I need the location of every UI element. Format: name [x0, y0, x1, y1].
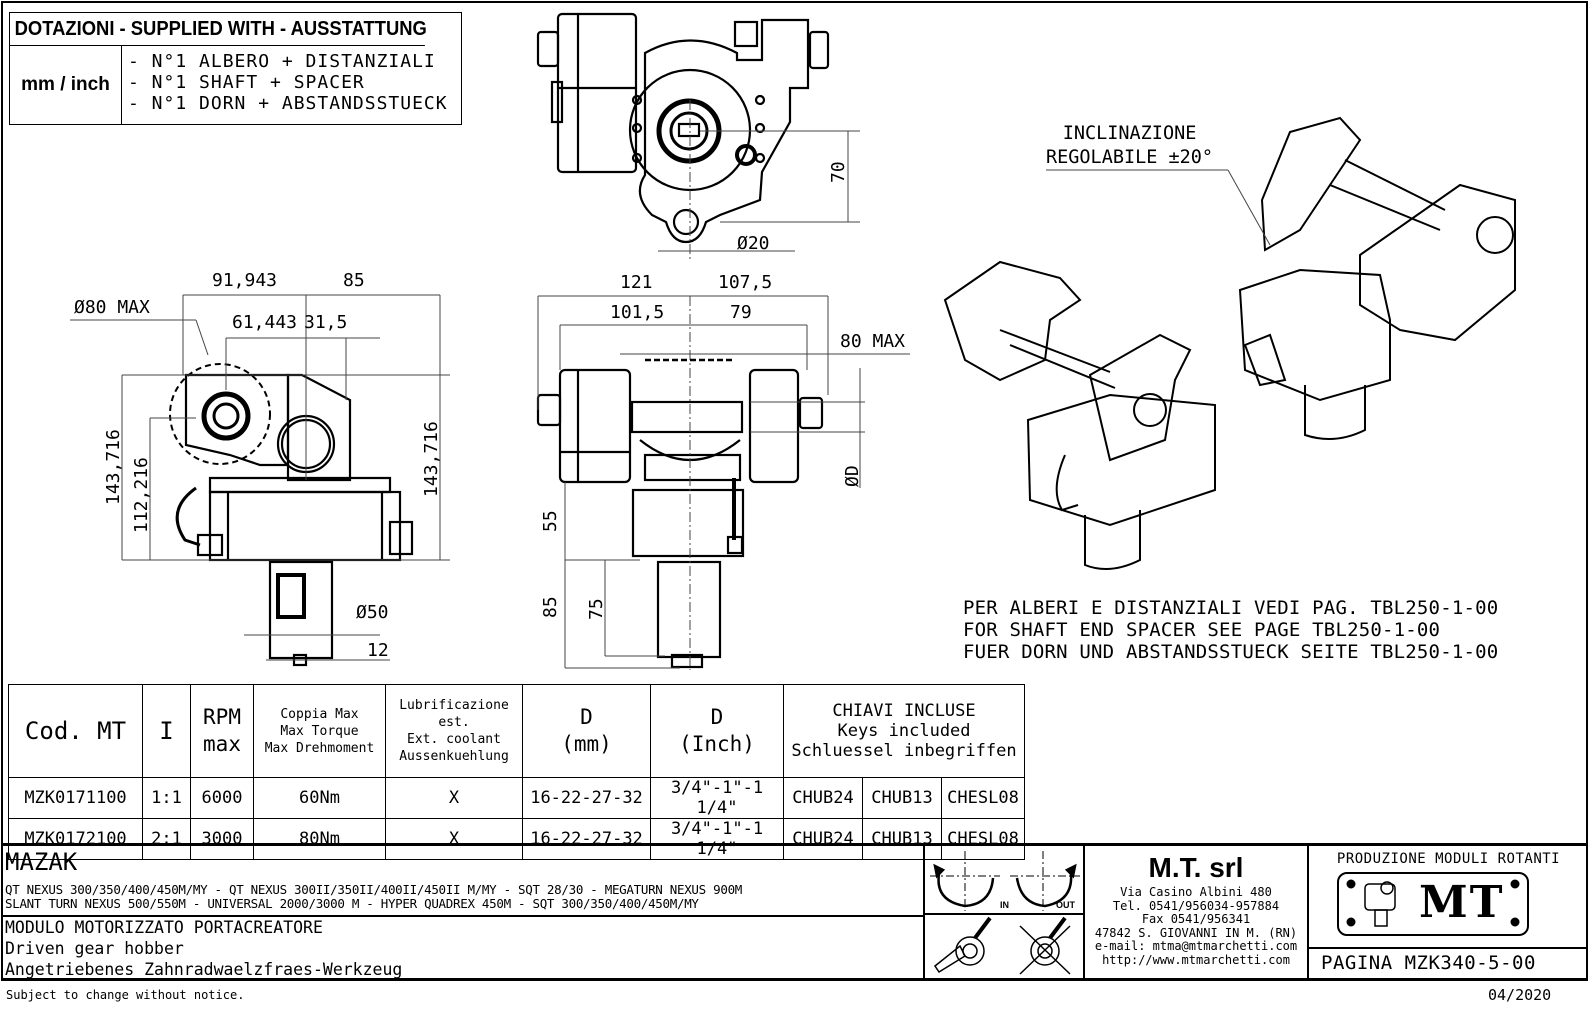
dim-121: 121 — [620, 272, 653, 293]
dim-diameter-50: Ø50 — [356, 602, 389, 623]
disclaimer: Subject to change without notice. — [6, 988, 245, 1002]
dim-85-top: 85 — [343, 270, 365, 291]
title-block: MAZAK QT NEXUS 300/350/400/450M/MY - QT … — [1, 843, 1588, 981]
iso-view-right — [1046, 116, 1516, 440]
dim-101-5: 101,5 — [610, 302, 665, 323]
note-line: FOR SHAFT END SPACER SEE PAGE TBL250-1-0… — [963, 619, 1441, 641]
note-line: FUER DORN UND ABSTANDSSTUECK SEITE TBL25… — [963, 641, 1499, 663]
mt-logo: MT — [1337, 872, 1529, 936]
company-name: M.T. srl — [1148, 852, 1244, 883]
dim-diameter-20: Ø20 — [737, 233, 770, 254]
iso-view-left — [943, 260, 1216, 570]
tilt-label-line2: REGOLABILE ±20° — [1046, 147, 1214, 168]
company-address: Via Casino Albini 480 Tel. 0541/956034-9… — [1085, 885, 1307, 967]
dim-107-5: 107,5 — [718, 272, 773, 293]
screw-icon — [1510, 879, 1520, 889]
dim-80-max: 80 MAX — [840, 331, 906, 352]
supplied-with-box: DOTAZIONI - SUPPLIED WITH - AUSSTATTUNG … — [9, 12, 462, 125]
tilt-adjustment-label: INCLINAZIONE REGOLABILE ±20° — [1046, 122, 1213, 170]
logo-text: MT — [1419, 877, 1505, 928]
drawing-frame — [1, 1, 1588, 980]
screw-icon — [1510, 917, 1520, 927]
company-info: M.T. srl Via Casino Albini 480 Tel. 0541… — [1085, 846, 1309, 978]
supplied-items: - N°1 ALBERO + DISTANZIALI - N°1 SHAFT +… — [128, 51, 448, 114]
screw-icon — [1346, 879, 1356, 889]
dim-91943: 91,943 — [212, 270, 278, 291]
supplied-header: DOTAZIONI - SUPPLIED WITH - AUSSTATTUNG — [10, 13, 427, 46]
machine-brand: MAZAK — [5, 848, 78, 876]
rotation-out-icon — [1010, 851, 1080, 911]
company-email[interactable]: e-mail: mtma@mtmarchetti.com — [1094, 939, 1298, 953]
header-d-inch: D(Inch) — [650, 684, 784, 778]
supplied-item: - N°1 ALBERO + DISTANZIALI — [128, 51, 436, 72]
tool-module-icon — [1364, 881, 1396, 927]
shaft-reference-note: PER ALBERI E DISTANZIALI VEDI PAG. TBL25… — [963, 597, 1498, 663]
dim-75: 75 — [586, 598, 607, 620]
side-view-dimensions — [70, 294, 450, 661]
wrench-no-icon — [1019, 916, 1071, 975]
header-ratio: I — [142, 684, 191, 778]
supplied-item: - N°1 SHAFT + SPACER — [128, 72, 365, 93]
production-label: PRODUZIONE MODULI ROTANTI — [1336, 851, 1561, 867]
dim-143716-right: 143,716 — [421, 421, 442, 497]
table-row: MZK0171100 1:1 6000 60Nm X 16-22-27-32 3… — [8, 777, 1025, 819]
dim-diameter-80-max: Ø80 MAX — [74, 297, 150, 318]
page-number: PAGINA MZK340-5-00 — [1321, 952, 1536, 974]
top-view — [536, 12, 830, 244]
header-d-mm: D(mm) — [522, 684, 651, 778]
dim-79: 79 — [730, 302, 752, 323]
dim-112216: 112,216 — [131, 457, 152, 533]
dim-70: 70 — [828, 161, 849, 183]
dim-85-bottom: 85 — [540, 596, 561, 618]
machine-models: QT NEXUS 300/350/400/450M/MY - QT NEXUS … — [5, 882, 743, 911]
product-description: MODULO MOTORIZZATO PORTACREATORE Driven … — [5, 918, 403, 979]
dim-12: 12 — [367, 640, 389, 661]
dim-143716-left: 143,716 — [103, 429, 124, 505]
header-code: Cod. MT — [8, 684, 143, 778]
rotation-symbols: IN OUT — [925, 846, 1085, 978]
tilt-label-line1: INCLINAZIONE — [1062, 123, 1197, 144]
screw-icon — [1346, 917, 1356, 927]
company-website[interactable]: http://www.mtmarchetti.com — [1102, 952, 1290, 967]
wrench-usage-icon — [933, 916, 992, 974]
rotation-out-label: OUT — [1056, 900, 1075, 910]
front-view — [536, 368, 824, 669]
front-view-dimensions — [537, 295, 910, 670]
dim-diameter-d: ØD — [842, 465, 863, 487]
revision-date: 04/2020 — [1488, 986, 1552, 1004]
supplied-item: - N°1 DORN + ABSTANDSSTUECK — [128, 93, 448, 114]
machine-info: MAZAK QT NEXUS 300/350/400/450M/MY - QT … — [1, 846, 925, 979]
dim-31-5: 31,5 — [304, 312, 348, 333]
page-info: PRODUZIONE MODULI ROTANTI MT PAGINA MZK3… — [1309, 846, 1588, 978]
note-line: PER ALBERI E DISTANZIALI VEDI PAG. TBL25… — [963, 597, 1499, 619]
rotation-in-icon — [930, 851, 1000, 911]
units-label: mm / inch — [10, 45, 122, 124]
dim-55: 55 — [540, 510, 561, 532]
top-view-dimensions — [658, 100, 860, 260]
rotation-in-label: IN — [1000, 900, 1009, 910]
dim-61443: 61,443 — [232, 312, 298, 333]
